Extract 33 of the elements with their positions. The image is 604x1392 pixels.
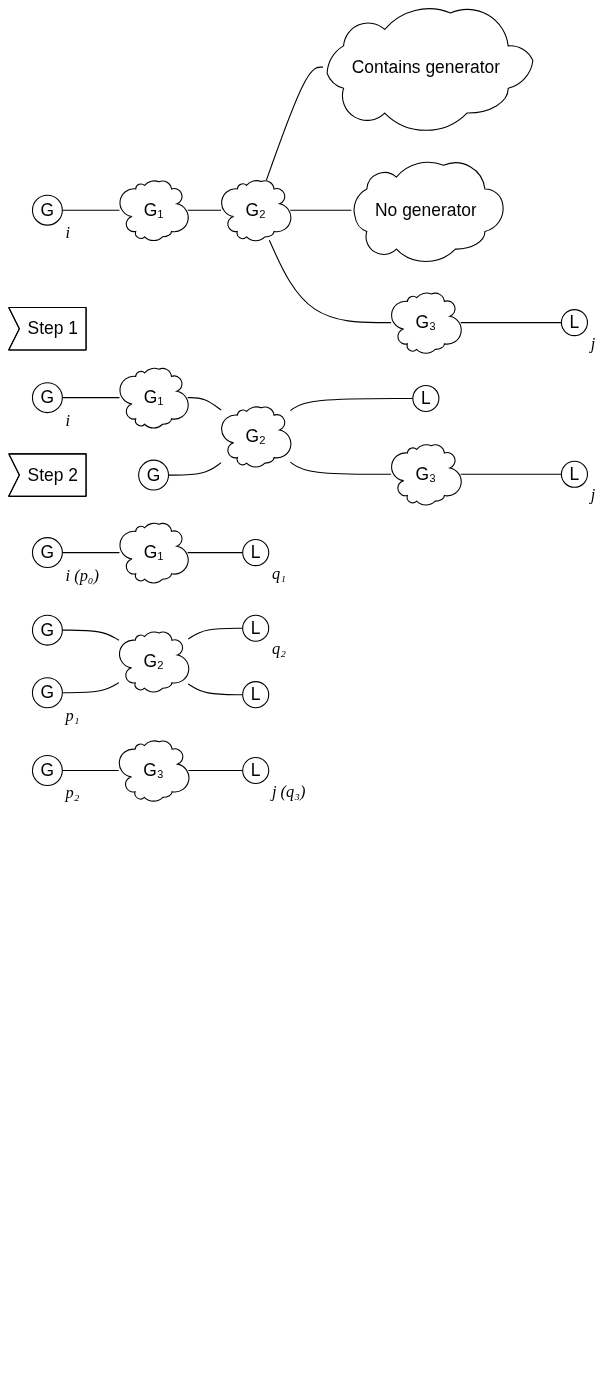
node-circle: G	[31, 677, 63, 709]
node-caption: p₂	[65, 783, 80, 803]
connector	[187, 397, 222, 411]
connector	[168, 462, 222, 476]
node-circle: L	[242, 539, 270, 567]
node-caption: i	[65, 223, 71, 243]
node-circle: L	[242, 681, 270, 709]
connector	[265, 66, 324, 181]
node-circle: L	[560, 309, 588, 337]
node-circle: L	[560, 460, 588, 488]
node-circle: L	[242, 614, 270, 642]
node-caption: j	[590, 485, 596, 505]
connector	[460, 473, 562, 475]
node-caption: i (p₀)	[65, 565, 99, 585]
connector	[289, 209, 352, 211]
node-caption: q₁	[272, 563, 286, 583]
node-caption: p₁	[65, 705, 80, 725]
node-circle: G	[31, 614, 63, 646]
node-circle: G	[31, 194, 63, 226]
node-caption: q₂	[272, 639, 286, 659]
connector	[289, 461, 392, 475]
connector	[268, 239, 392, 324]
node-caption: i	[65, 410, 71, 430]
node-circle: G	[138, 459, 170, 491]
node-caption: j	[590, 333, 596, 353]
node-caption: j (q₃)	[272, 781, 306, 801]
node-circle: L	[242, 756, 270, 785]
node-circle: G	[31, 754, 63, 786]
node-circle: G	[31, 537, 63, 569]
connector	[460, 322, 562, 324]
connector	[187, 209, 222, 211]
node-circle: G	[31, 382, 63, 414]
node-circle: L	[412, 384, 440, 413]
